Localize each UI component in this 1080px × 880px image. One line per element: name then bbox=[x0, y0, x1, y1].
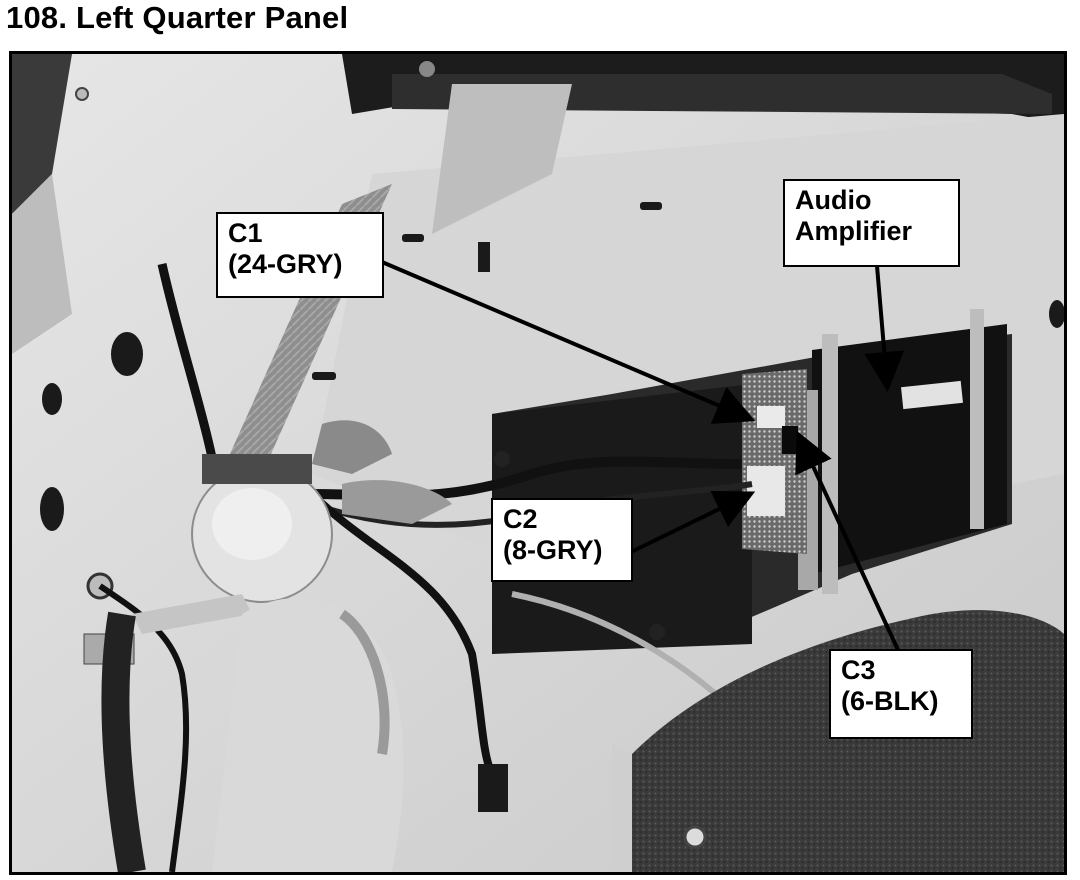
callout-audio-amplifier: Audio Amplifier bbox=[783, 179, 960, 267]
callout-c1-id: C1 bbox=[228, 218, 263, 248]
callout-c3-id: C3 bbox=[841, 655, 876, 685]
callout-c2: C2 (8-GRY) bbox=[491, 498, 633, 582]
callout-c3-spec: (6-BLK) bbox=[841, 686, 939, 716]
callout-c1-spec: (24-GRY) bbox=[228, 249, 343, 279]
photo-quarter-panel bbox=[9, 51, 1067, 875]
page-title: 108. Left Quarter Panel bbox=[6, 0, 349, 35]
callout-amp-line1: Audio bbox=[795, 185, 872, 215]
callout-c2-id: C2 bbox=[503, 504, 538, 534]
photo-image bbox=[12, 54, 1064, 872]
callout-c1: C1 (24-GRY) bbox=[216, 212, 384, 298]
callout-amp-line2: Amplifier bbox=[795, 216, 913, 246]
callout-c2-spec: (8-GRY) bbox=[503, 535, 603, 565]
callout-c3: C3 (6-BLK) bbox=[829, 649, 973, 739]
